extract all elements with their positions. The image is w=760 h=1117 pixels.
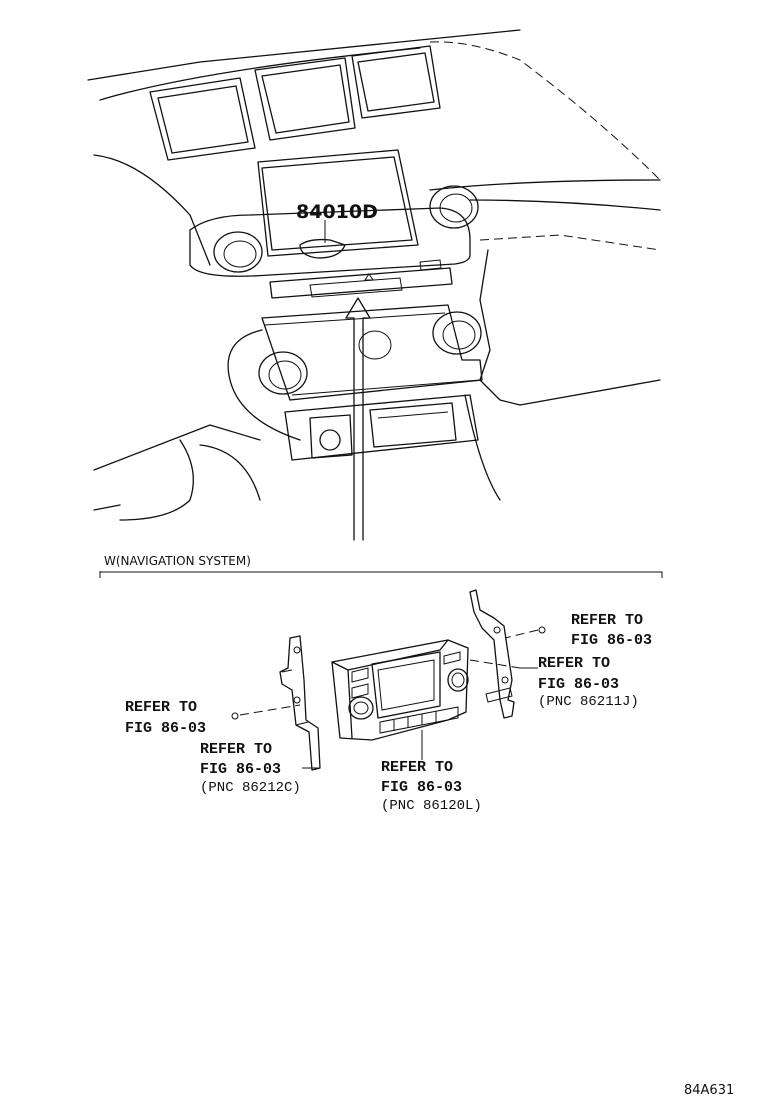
figure-code: 84A631 xyxy=(684,1083,734,1098)
svg-text:FIG 86-03: FIG 86-03 xyxy=(381,779,462,796)
svg-text:FIG 86-03: FIG 86-03 xyxy=(571,632,652,649)
callout-right-bracket: REFER TO FIG 86-03 (PNC 86211J) xyxy=(538,655,639,710)
section-bracket xyxy=(99,571,663,578)
callout-left-bracket: REFER TO FIG 86-03 (PNC 86212C) xyxy=(200,741,301,796)
callout-left-screw: REFER TO FIG 86-03 xyxy=(125,699,206,737)
svg-text:FIG 86-03: FIG 86-03 xyxy=(200,761,281,778)
callout-nav-unit: REFER TO FIG 86-03 (PNC 86120L) xyxy=(381,759,482,814)
svg-text:REFER TO: REFER TO xyxy=(381,759,453,776)
svg-text:FIG 86-03: FIG 86-03 xyxy=(538,676,619,693)
part-number-label: 84010D xyxy=(296,201,378,223)
svg-text:REFER TO: REFER TO xyxy=(571,612,643,629)
svg-text:(PNC 86212C): (PNC 86212C) xyxy=(200,780,301,796)
dashboard-illustration xyxy=(87,29,661,541)
exploded-view xyxy=(231,589,546,771)
svg-text:REFER TO: REFER TO xyxy=(538,655,610,672)
svg-text:REFER TO: REFER TO xyxy=(200,741,272,758)
svg-text:FIG 86-03: FIG 86-03 xyxy=(125,720,206,737)
svg-text:(PNC 86120L): (PNC 86120L) xyxy=(381,798,482,814)
callout-right-screw: REFER TO FIG 86-03 xyxy=(571,612,652,649)
section-label: W(NAVIGATION SYSTEM) xyxy=(104,554,251,568)
svg-text:(PNC 86211J): (PNC 86211J) xyxy=(538,694,639,710)
svg-text:REFER TO: REFER TO xyxy=(125,699,197,716)
